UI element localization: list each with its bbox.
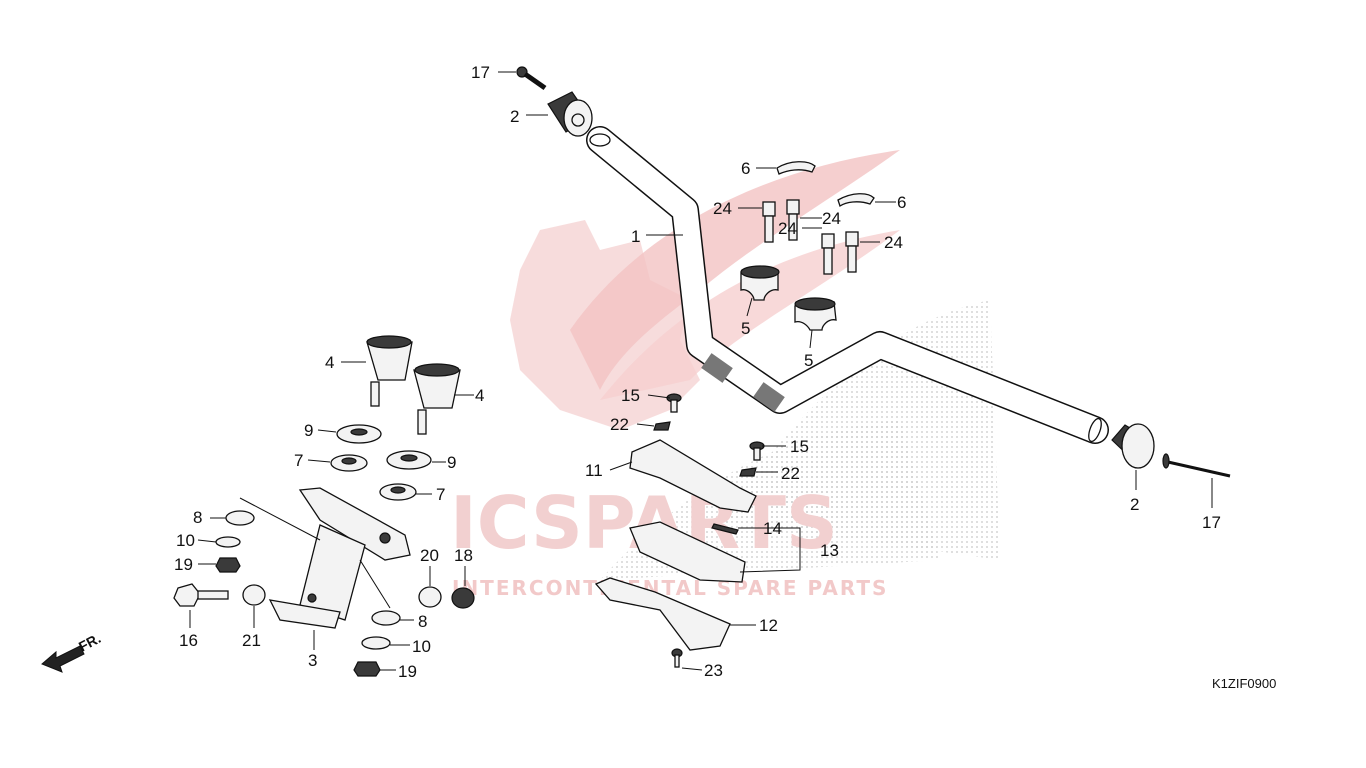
leader-lines xyxy=(189,71,1213,671)
bar-end-weight-left xyxy=(547,91,593,137)
callout-4: 4 xyxy=(325,353,334,372)
callout-13: 13 xyxy=(820,541,839,560)
callout-1: 1 xyxy=(631,227,640,246)
callout-22: 22 xyxy=(610,415,629,434)
callout-12: 12 xyxy=(759,616,778,635)
bar-end-weight-right xyxy=(1111,423,1155,469)
callout-5: 5 xyxy=(804,351,813,370)
bracket-12 xyxy=(594,577,731,651)
washer-10-right xyxy=(361,636,391,650)
callout-2: 2 xyxy=(1130,495,1139,514)
callout-15: 15 xyxy=(621,386,640,405)
spring-22-upper xyxy=(653,421,671,431)
screw-23 xyxy=(671,648,683,668)
callout-24: 24 xyxy=(822,209,841,228)
callout-9: 9 xyxy=(447,453,456,472)
callout-6: 6 xyxy=(897,193,906,212)
callout-9: 9 xyxy=(304,421,313,440)
callout-22: 22 xyxy=(781,464,800,483)
collar-7-right xyxy=(379,483,417,501)
lower-holder-4-left xyxy=(366,335,413,407)
watermark-tagline: INTERCONTINENTAL SPARE PARTS xyxy=(452,576,888,600)
handle-holder-base xyxy=(268,487,411,629)
collar-20 xyxy=(418,586,442,608)
handlebar-pipe xyxy=(586,126,1109,444)
collar-7-left xyxy=(330,454,368,472)
callout-3: 3 xyxy=(308,651,317,670)
callout-10: 10 xyxy=(412,637,431,656)
bolt-24-b xyxy=(786,199,800,241)
screw-17-right xyxy=(1162,453,1231,478)
callout-19: 19 xyxy=(174,555,193,574)
callout-19: 19 xyxy=(398,662,417,681)
callout-14: 14 xyxy=(763,519,782,538)
washer-21 xyxy=(242,584,266,606)
callout-16: 16 xyxy=(179,631,198,650)
washer-8-right xyxy=(371,610,401,626)
upper-holder-5-right xyxy=(794,297,837,331)
rubber-9-right xyxy=(386,450,432,470)
washer-10-left xyxy=(215,536,241,548)
callout-23: 23 xyxy=(704,661,723,680)
callout-7: 7 xyxy=(294,451,303,470)
callout-24: 24 xyxy=(713,199,732,218)
clip-14 xyxy=(711,523,739,535)
callout-17: 17 xyxy=(471,63,490,82)
callout-21: 21 xyxy=(242,631,261,650)
callout-6: 6 xyxy=(741,159,750,178)
callout-5: 5 xyxy=(741,319,750,338)
callout-10: 10 xyxy=(176,531,195,550)
callout-7: 7 xyxy=(436,485,445,504)
callout-8: 8 xyxy=(193,508,202,527)
bolt-16 xyxy=(173,583,229,607)
nut-19-left xyxy=(215,557,241,573)
callout-labels: 1 2 2 3 4 4 5 5 6 6 7 7 8 8 9 9 10 10 11… xyxy=(174,63,1221,681)
upper-holder-5-left xyxy=(740,265,780,301)
callout-18: 18 xyxy=(454,546,473,565)
callout-11: 11 xyxy=(585,461,603,480)
washer-8-left xyxy=(225,510,255,526)
diagram-reference-code: K1ZIF0900 xyxy=(1212,676,1276,691)
callout-4: 4 xyxy=(475,386,484,405)
watermark-wing-upper xyxy=(570,150,900,390)
bolt-24-d xyxy=(845,231,859,273)
holder-cap-6-upper xyxy=(776,161,816,175)
lower-holder-4-right xyxy=(413,363,461,435)
callout-24: 24 xyxy=(884,233,903,252)
spring-22-lower xyxy=(739,467,757,477)
callout-20: 20 xyxy=(420,546,439,565)
nut-18 xyxy=(451,587,475,609)
callout-8: 8 xyxy=(418,612,427,631)
front-direction-arrow xyxy=(41,645,85,673)
holder-cap-6-lower xyxy=(837,193,875,208)
callout-2: 2 xyxy=(510,107,519,126)
callout-15: 15 xyxy=(790,437,809,456)
callout-24: 24 xyxy=(778,219,797,238)
callout-17: 17 xyxy=(1202,513,1221,532)
nut-19-right xyxy=(353,661,381,677)
bolt-24-c xyxy=(821,233,835,275)
rubber-9-left xyxy=(336,424,382,444)
upper-cover-11 xyxy=(629,439,757,513)
lower-cover-13 xyxy=(629,521,746,583)
bolt-24-a xyxy=(762,201,776,243)
screw-17-left xyxy=(516,66,547,91)
